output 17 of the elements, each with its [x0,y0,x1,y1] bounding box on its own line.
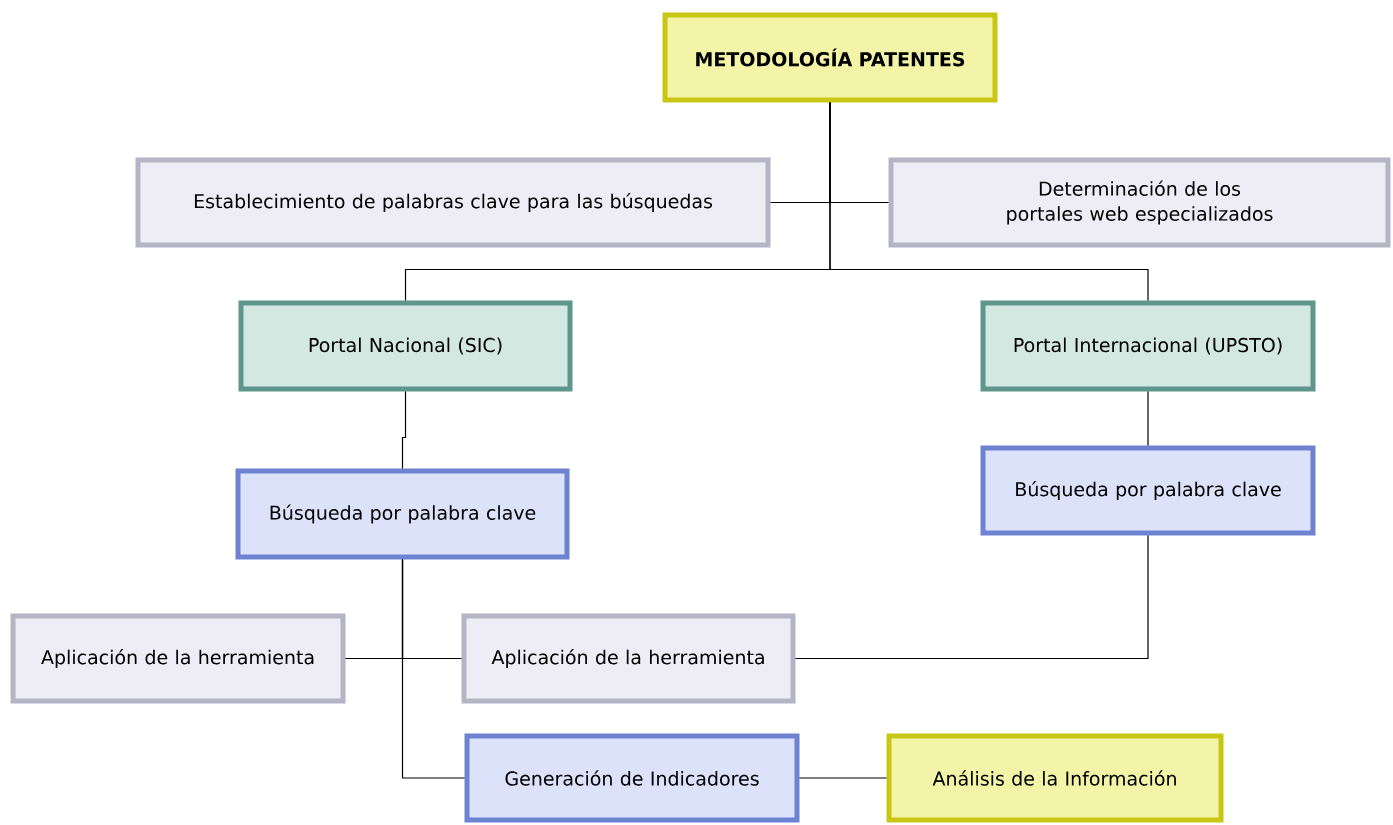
process-box: METODOLOGÍA PATENTES [662,12,998,103]
process-box: Aplicación de la herramienta [10,613,346,704]
connector-line [794,534,1149,660]
connector-line [401,390,407,470]
process-box: Generación de Indicadores [464,733,800,823]
process-box: Establecimiento de palabras clave para las búsquedas [135,157,771,248]
connector-line [1147,390,1149,447]
connector-line [798,777,888,779]
process-box: Análisis de la Información [886,733,1224,823]
process-box: Búsqueda por palabra clave [235,468,570,560]
process-box: Búsqueda por palabra clave [980,445,1316,536]
connector-line [401,558,466,779]
process-box: Determinación de los portales web especializados [888,157,1391,248]
process-box: Portal Nacional (SIC) [238,300,573,392]
process-box: Aplicación de la herramienta [461,613,796,704]
connector-line [829,101,1149,302]
process-box: Portal Internacional (UPSTO) [980,300,1316,392]
